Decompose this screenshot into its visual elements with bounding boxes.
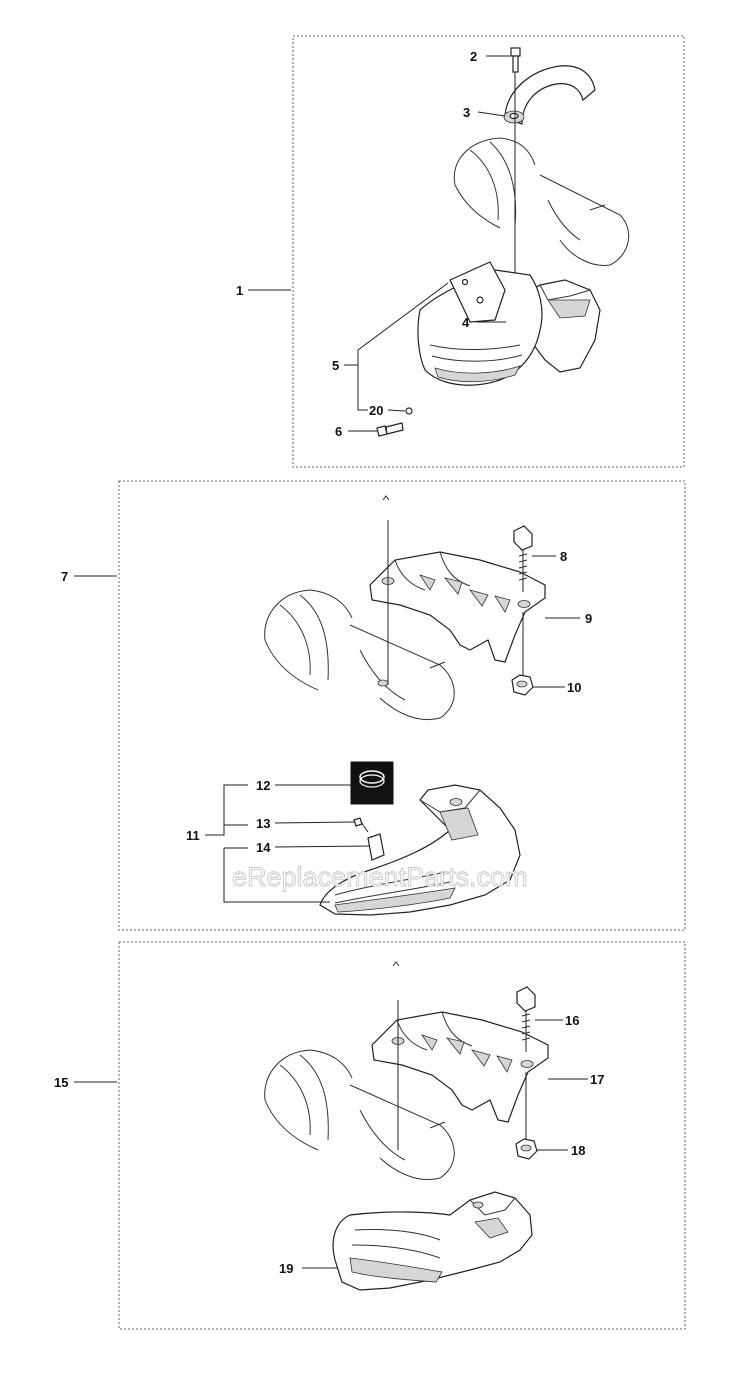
label-part-18: 18 — [571, 1143, 585, 1158]
label-part-3: 3 — [463, 105, 470, 120]
label-part-4: 4 — [462, 315, 470, 330]
part-8-bolt — [513, 525, 533, 592]
label-part-12: 12 — [256, 778, 270, 793]
part-14-plate — [367, 833, 385, 861]
assembly-group-7: 7 8 9 10 11 12 13 14 — [61, 480, 686, 931]
label-part-19: 19 — [279, 1261, 293, 1276]
leader-5 — [344, 282, 449, 411]
part-11-guard — [319, 784, 521, 916]
part-13-screw — [353, 817, 369, 833]
label-part-20: 20 — [369, 403, 383, 418]
part-2-screw — [510, 47, 521, 73]
label-part-13: 13 — [256, 816, 270, 831]
label-part-2: 2 — [470, 49, 477, 64]
label-part-16: 16 — [565, 1013, 579, 1028]
leader-11 — [205, 784, 330, 903]
label-part-1: 1 — [236, 283, 243, 298]
group-15-frame — [118, 941, 686, 1330]
label-part-14: 14 — [256, 840, 271, 855]
leader-13 — [274, 821, 355, 824]
trimmer-head-outline-1 — [453, 137, 630, 266]
part-17-bracket — [371, 1011, 549, 1123]
label-part-6: 6 — [335, 424, 342, 439]
assembly-group-15: 15 16 17 18 19 — [54, 941, 686, 1330]
leader-20 — [387, 409, 406, 412]
arrow-mark-15 — [392, 961, 400, 967]
part-12-kit — [350, 761, 394, 805]
watermark-text: eReplacementParts.com — [232, 862, 528, 892]
group-1-frame — [292, 35, 685, 468]
arrow-mark-7 — [382, 495, 390, 501]
trimmer-head-outline-15 — [264, 1049, 455, 1181]
part-9-bracket — [369, 551, 546, 663]
trimmer-head-outline-7 — [264, 589, 455, 721]
leader-3 — [477, 111, 506, 117]
assembly-group-1: 1 2 3 4 5 20 6 — [236, 35, 685, 468]
part-5-guard — [417, 261, 543, 386]
label-part-9: 9 — [585, 611, 592, 626]
part-6-screw — [376, 422, 404, 437]
part-16-bolt — [516, 986, 536, 1052]
label-part-8: 8 — [560, 549, 567, 564]
part-20-nut — [405, 407, 413, 415]
group-7-frame — [118, 480, 686, 931]
label-part-15: 15 — [54, 1075, 68, 1090]
label-part-10: 10 — [567, 680, 581, 695]
label-part-17: 17 — [590, 1072, 604, 1087]
part-18-nut — [515, 1138, 538, 1160]
part-10-nut — [511, 674, 534, 696]
label-part-7: 7 — [61, 569, 68, 584]
leader-14 — [274, 845, 371, 848]
part-3-clamp — [503, 65, 596, 125]
label-part-11: 11 — [186, 828, 200, 843]
label-part-5: 5 — [332, 358, 339, 373]
part-19-guard — [332, 1191, 533, 1291]
